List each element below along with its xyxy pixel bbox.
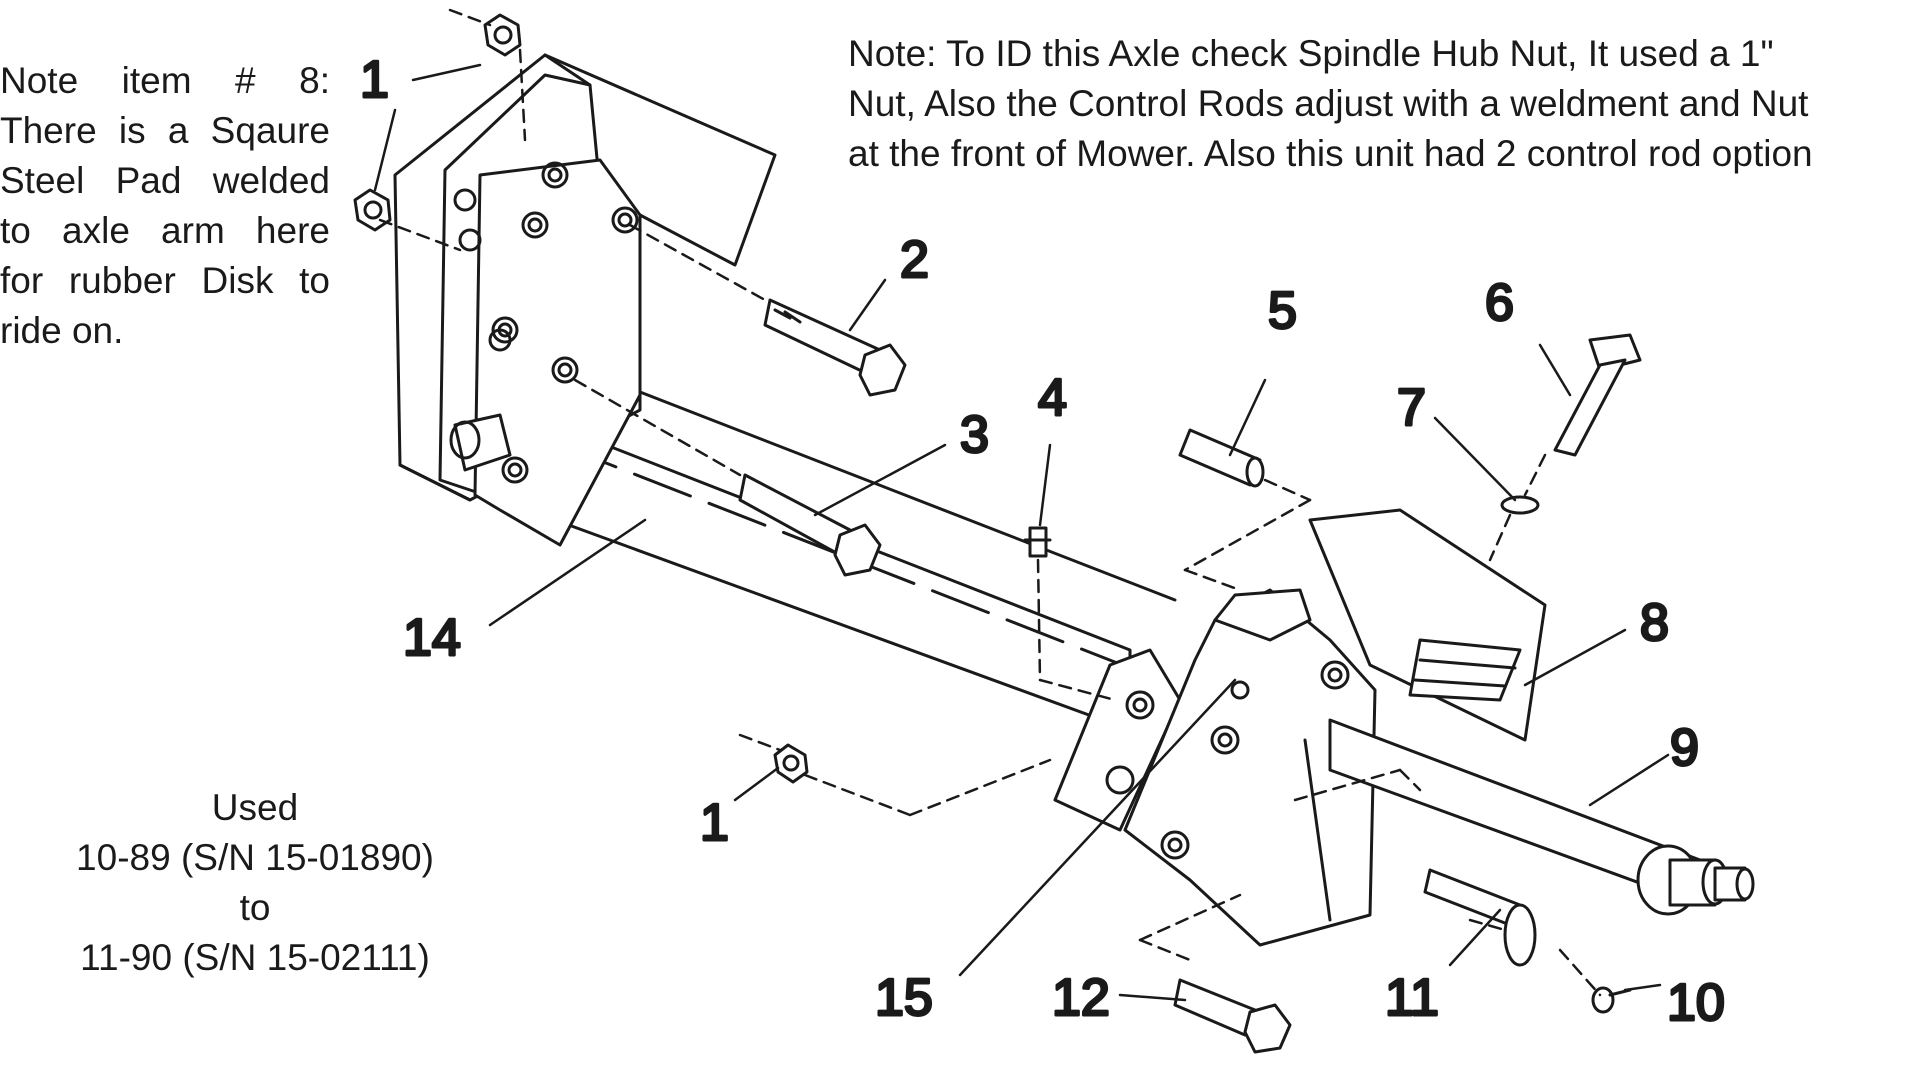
note-line: There is a Sqaure — [0, 110, 330, 151]
bolt-3 — [738, 473, 882, 577]
assembly-lines — [378, 8, 1602, 997]
usage-line: to — [239, 887, 271, 928]
leader-lines — [373, 63, 1670, 1002]
screw-10 — [1591, 986, 1632, 1014]
callout-15: 15 — [875, 969, 933, 1027]
callout-3: 3 — [960, 406, 989, 464]
pin-5 — [1178, 428, 1265, 488]
note-line: ride on. — [0, 310, 124, 351]
note-line: Note item # 8: — [0, 60, 330, 101]
nut-1-left — [353, 188, 392, 232]
callout-7: 7 — [1397, 379, 1426, 437]
left-bracket — [393, 53, 777, 547]
washer-7 — [1500, 495, 1540, 515]
usage-range: Used 10-89 (S/N 15-01890) to 11-90 (S/N … — [30, 783, 480, 983]
nut-1-top — [483, 13, 522, 57]
callout-1-top: 1 — [360, 51, 389, 109]
callout-4: 4 — [1038, 369, 1067, 427]
callout-9: 9 — [1670, 719, 1699, 777]
callout-10: 10 — [1667, 974, 1725, 1032]
right-bracket — [1053, 508, 1547, 947]
spindle — [1328, 718, 1755, 916]
callout-5: 5 — [1268, 282, 1297, 340]
grease-fitting-4 — [1023, 526, 1052, 558]
note-line: at the front of Mower. Also this unit ha… — [848, 133, 1813, 174]
bolt-6 — [1553, 333, 1642, 457]
callout-6: 6 — [1485, 274, 1514, 332]
callout-12: 12 — [1052, 969, 1110, 1027]
note-axle-id: Note: To ID this Axle check Spindle Hub … — [848, 29, 1813, 179]
note-line: Nut, Also the Control Rods adjust with a… — [848, 83, 1809, 124]
usage-line: Used — [211, 787, 299, 828]
pin-11 — [1423, 868, 1537, 967]
note-line: Note: To ID this Axle check Spindle Hub … — [848, 33, 1774, 74]
nut-1-bottom — [773, 743, 809, 784]
note-line: to axle arm here — [0, 210, 330, 251]
note-item-8: Note item # 8: There is a Sqaure Steel P… — [0, 56, 330, 356]
usage-line: 10-89 (S/N 15-01890) — [76, 837, 434, 878]
callout-14: 14 — [403, 609, 461, 667]
bolt-12 — [1173, 978, 1292, 1054]
callout-8: 8 — [1640, 594, 1669, 652]
note-line: for rubber Disk to — [0, 260, 330, 301]
usage-line: 11-90 (S/N 15-02111) — [80, 937, 430, 978]
callout-2: 2 — [900, 231, 929, 289]
callout-1-bottom: 1 — [700, 794, 729, 852]
note-line: Steel Pad welded — [0, 160, 330, 201]
callout-11: 11 — [1385, 969, 1439, 1027]
bolt-2 — [763, 298, 907, 397]
